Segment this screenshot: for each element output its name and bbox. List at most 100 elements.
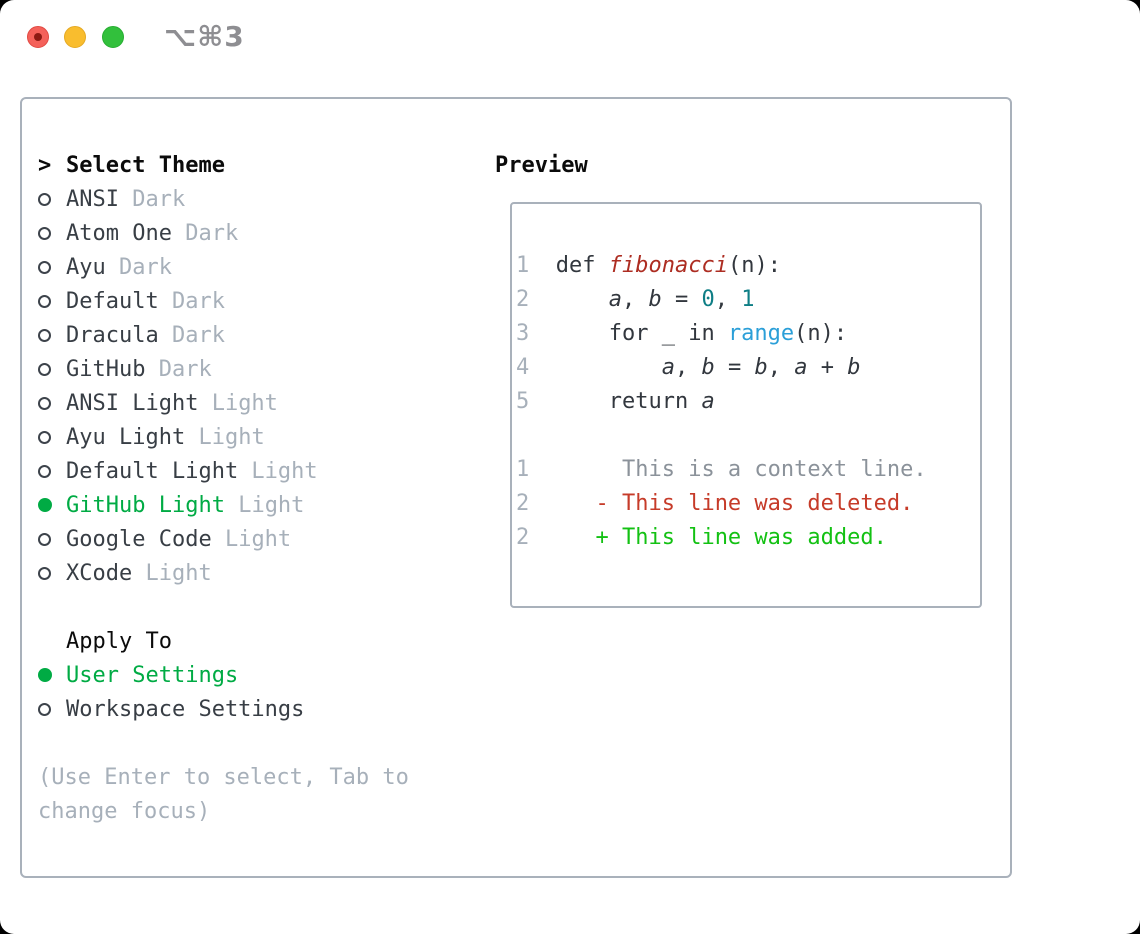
code-segment-num: 0 xyxy=(701,287,715,312)
code-segment-code: for _ in xyxy=(555,321,728,346)
radio-icon xyxy=(38,328,51,342)
close-button[interactable] xyxy=(27,26,49,48)
option-label: Default Light xyxy=(66,458,239,484)
apply-to-option[interactable]: Workspace Settings xyxy=(38,692,409,726)
code-segment-var: b xyxy=(847,355,861,380)
select-theme-header: > Select Theme xyxy=(38,148,409,182)
theme-option[interactable]: Google Code Light xyxy=(38,522,409,556)
option-variant-label: Dark xyxy=(158,322,225,348)
cursor-icon: > xyxy=(38,152,52,178)
code-segment-code: , xyxy=(621,287,649,312)
theme-option[interactable]: Ayu Light Light xyxy=(38,420,409,454)
option-variant-label: Dark xyxy=(171,220,239,246)
code-segment-var: b xyxy=(754,355,768,380)
titlebar: ⌥⌘3 xyxy=(0,0,1140,74)
option-variant-label: Light xyxy=(198,390,278,416)
radio-icon xyxy=(38,396,51,410)
option-variant-label: Light xyxy=(224,492,305,518)
code-segment-code: def xyxy=(555,253,609,278)
code-segment-del: - This line was deleted. xyxy=(555,491,914,516)
radio-selected-icon xyxy=(38,668,52,682)
option-label: ANSI xyxy=(66,186,119,212)
code-segment-fn: fibonacci xyxy=(608,253,728,278)
preview-title: Preview xyxy=(495,152,588,178)
option-label: Ayu xyxy=(66,254,106,280)
theme-option[interactable]: Atom One Dark xyxy=(38,216,409,250)
theme-option[interactable]: Default Dark xyxy=(38,284,409,318)
radio-icon xyxy=(38,226,51,240)
code-line: 3 for _ in range(n): xyxy=(516,317,980,351)
option-variant-label: Dark xyxy=(118,186,186,212)
code-segment-code: , xyxy=(714,287,742,312)
code-segment-code: , xyxy=(674,355,702,380)
option-label: ANSI Light xyxy=(66,390,199,416)
option-label: User Settings xyxy=(66,662,239,688)
code-segment-code: return xyxy=(555,389,702,414)
radio-icon xyxy=(38,362,51,376)
theme-option[interactable]: Dracula Dark xyxy=(38,318,409,352)
line-number: 1 xyxy=(516,457,556,482)
option-label: GitHub Light xyxy=(66,492,225,518)
line-number: 2 xyxy=(516,491,556,516)
radio-icon xyxy=(38,566,51,580)
theme-option[interactable]: Ayu Dark xyxy=(38,250,409,284)
code-segment-code xyxy=(556,287,609,312)
option-variant-label: Dark xyxy=(105,254,172,280)
theme-option[interactable]: ANSI Light Light xyxy=(38,386,409,420)
code-segment-code xyxy=(556,355,662,380)
hint-line-2: change focus) xyxy=(38,798,211,824)
spacer xyxy=(38,726,409,760)
minimize-button[interactable] xyxy=(64,26,86,48)
line-number: 5 xyxy=(516,389,556,414)
code-line: 2 a, b = 0, 1 xyxy=(516,283,980,317)
option-label: Ayu Light xyxy=(66,424,186,450)
code-line: 1 def fibonacci(n): xyxy=(516,249,980,283)
code-segment-code: (n): xyxy=(727,253,781,278)
radio-icon xyxy=(38,192,51,206)
option-variant-label: Light xyxy=(132,560,212,586)
theme-option[interactable]: GitHub Light Light xyxy=(38,488,409,522)
hint-line-1: (Use Enter to select, Tab to xyxy=(38,764,409,790)
apply-to-title: Apply To xyxy=(66,628,172,654)
option-label: Google Code xyxy=(66,526,212,552)
code-line: 4 a, b = b, a + b xyxy=(516,351,980,385)
radio-selected-icon xyxy=(38,498,52,512)
radio-icon xyxy=(38,260,51,274)
option-label: GitHub xyxy=(66,356,146,382)
option-label: Dracula xyxy=(66,322,159,348)
theme-option[interactable]: XCode Light xyxy=(38,556,409,590)
apply-to-option[interactable]: User Settings xyxy=(38,658,409,692)
code-segment-var: a xyxy=(794,355,808,380)
radio-icon xyxy=(38,702,51,716)
code-segment-var: a xyxy=(608,287,622,312)
code-segment-var: a xyxy=(661,355,675,380)
theme-option[interactable]: ANSI Dark xyxy=(38,182,409,216)
zoom-button[interactable] xyxy=(102,26,124,48)
code-segment-code: , xyxy=(767,355,795,380)
select-theme-title: Select Theme xyxy=(66,152,225,178)
option-label: XCode xyxy=(66,560,133,586)
code-segment-var: b xyxy=(648,287,662,312)
line-number: 2 xyxy=(516,287,556,312)
unsaved-indicator-icon xyxy=(34,33,42,41)
radio-icon xyxy=(38,532,51,546)
code-line: 2 + This line was added. xyxy=(516,521,980,555)
theme-option[interactable]: Default Light Light xyxy=(38,454,409,488)
option-variant-label: Light xyxy=(211,526,292,552)
code-line: 2 - This line was deleted. xyxy=(516,487,980,521)
option-variant-label: Light xyxy=(238,458,318,484)
code-segment-ctx: This is a context line. xyxy=(555,457,927,482)
code-segment-code: + xyxy=(807,355,848,380)
line-number: 4 xyxy=(516,355,556,380)
code-line: 5 return a xyxy=(516,385,980,419)
theme-option[interactable]: GitHub Dark xyxy=(38,352,409,386)
option-variant-label: Dark xyxy=(158,288,225,314)
line-number: 3 xyxy=(516,321,556,346)
code-segment-code: = xyxy=(661,287,702,312)
